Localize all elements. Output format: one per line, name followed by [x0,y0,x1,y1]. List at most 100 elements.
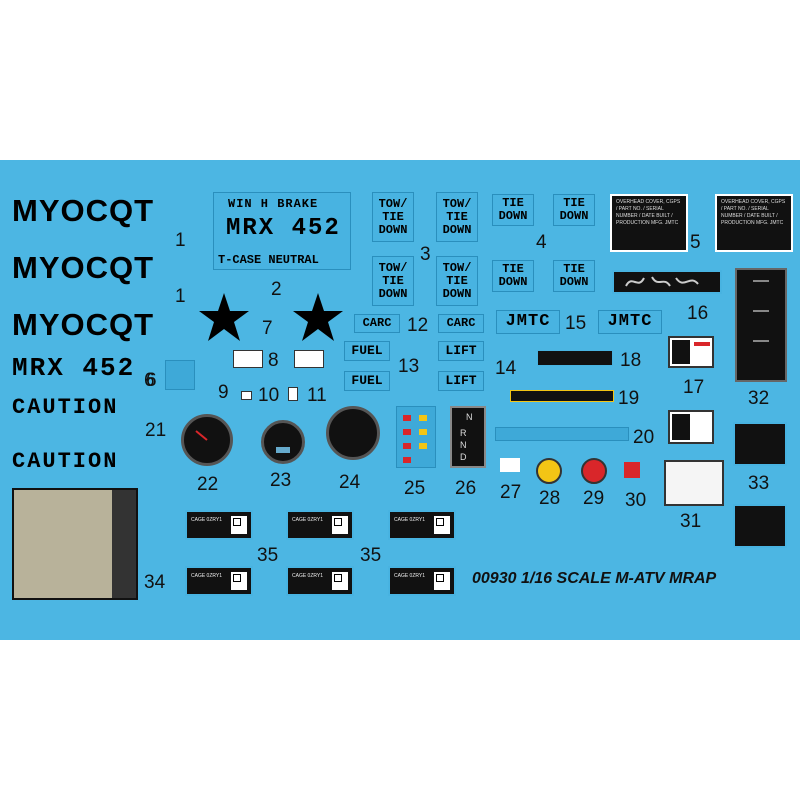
part-number: 6 [146,370,157,391]
decal-sheet: MYOCQT MYOCQT MYOCQT 1 1 MRX 452 6 CAUTI… [0,160,800,640]
decal-carc: CARC [438,314,484,333]
part-number: 30 [625,490,647,511]
decal-carc: CARC [354,314,400,333]
decal-blank-square [165,360,195,390]
decal-switch-panel [396,406,436,468]
star-icon [199,293,249,341]
part-number: 35 [360,545,382,566]
decal-tag [294,350,324,368]
decal-fuel: FUEL [344,341,390,361]
part-number: 20 [633,427,655,448]
part-number: 13 [398,356,420,377]
part-number: 34 [144,572,166,593]
decal-label-strip [537,350,613,366]
panel-line: T-CASE NEUTRAL [218,253,319,267]
decal-fuel: FUEL [344,371,390,391]
gauge-tachometer [261,420,305,464]
squiggle-logo-icon [625,276,699,287]
gauge-multi [326,406,380,460]
part-number: 31 [680,511,702,532]
decal-tiny [241,391,252,400]
decal-control-panel [735,268,787,382]
decal-qr-plaque: CAGE 0ZRY1 [388,510,456,540]
decal-yellow-strip [510,390,614,402]
decal-myocqt: MYOCQT [12,307,155,342]
part-number: 33 [748,473,770,494]
decal-myocqt: MYOCQT [12,250,155,285]
part-number: 17 [683,377,705,398]
decal-warning-card [664,460,724,506]
part-number: 10 [258,385,280,406]
decal-brake-panel: WIN H BRAKE MRX 452 T-CASE NEUTRAL [213,192,351,270]
part-number: 21 [145,420,167,441]
part-number: 11 [307,385,327,406]
part-number: 22 [197,474,219,495]
decal-button-strip [495,427,629,441]
decal-map-display [12,488,138,600]
part-number: 15 [565,313,587,334]
decal-small-square [624,462,640,478]
decal-jmtc: JMTC [598,310,662,334]
hazard-icon [536,458,562,484]
decal-lift: LIFT [438,341,484,361]
part-number: 29 [583,488,605,509]
part-number: 16 [687,303,709,324]
part-number: 24 [339,472,361,493]
part-number: 25 [404,478,426,499]
part-number: 2 [271,279,282,300]
decal-shifter: N R N D [450,406,486,468]
decal-jmtc: JMTC [496,310,560,334]
decal-diagram [733,422,787,466]
part-number: 1 [175,286,186,307]
decal-caution: CAUTION [12,449,119,474]
decal-warning-hand [668,410,714,444]
part-number: 27 [500,482,522,503]
decal-logo-strip [612,270,722,294]
data-plate: OVERHEAD COVER, CGPS / PART NO. / SERIAL… [715,194,793,252]
decal-qr-plaque: CAGE 0ZRY1 [286,510,354,540]
decal-qr-plaque: CAGE 0ZRY1 [388,566,456,596]
part-number: 32 [748,388,770,409]
decal-lift: LIFT [438,371,484,391]
part-number: 19 [618,388,640,409]
part-number: 9 [218,382,229,403]
part-number: 6 [144,370,155,391]
star-icon [293,293,343,341]
decal-qr-plaque: CAGE 0ZRY1 [185,510,253,540]
part-number: 5 [690,232,701,253]
decal-caution: CAUTION [12,395,119,420]
decal-qr-plaque: CAGE 0ZRY1 [185,566,253,596]
part-number: 3 [420,244,431,265]
data-plate: OVERHEAD COVER, CGPS / PART NO. / SERIAL… [610,194,688,252]
footer-scale-label: 00930 1/16 SCALE M-ATV MRAP [472,570,717,587]
decal-myocqt: MYOCQT [12,193,155,228]
part-number: 1 [175,230,186,251]
panel-line: MRX 452 [226,215,341,242]
decal-small-tag [500,458,520,472]
part-number: 35 [257,545,279,566]
part-number: 14 [495,358,517,379]
gauge-speedometer [181,414,233,466]
decal-mrx: MRX 452 [12,353,136,383]
decal-qr-plaque: CAGE 0ZRY1 [286,566,354,596]
decal-warning-hand [668,336,714,368]
decal-tiny [288,387,298,401]
part-number: 12 [407,315,429,336]
part-number: 28 [539,488,561,509]
part-number: 23 [270,470,292,491]
part-number: 7 [262,318,273,339]
stop-icon [581,458,607,484]
decal-tag [233,350,263,368]
part-number: 18 [620,350,642,371]
part-number: 4 [536,232,547,253]
decal-diagram [733,504,787,548]
part-number: 26 [455,478,477,499]
